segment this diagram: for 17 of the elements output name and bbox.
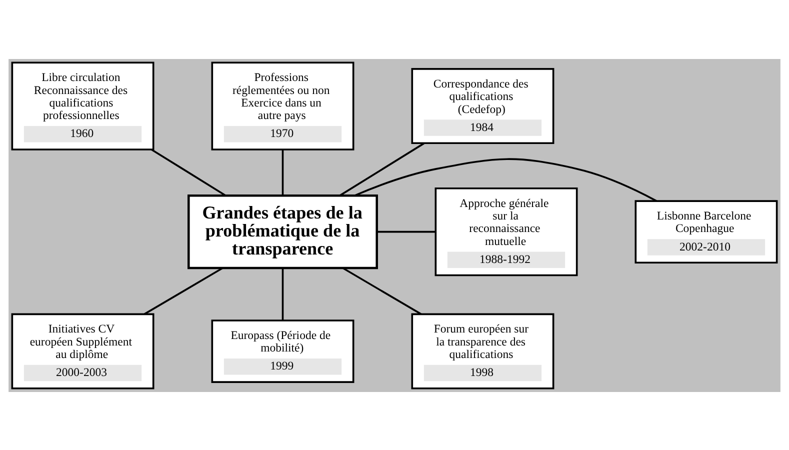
node-box: Grandes étapes de la problématique de la transparence xyxy=(188,194,378,269)
connector xyxy=(282,268,284,320)
connector xyxy=(144,266,224,314)
node-box: Initiatives CV européen Supplément au diplôme 2000-2003 xyxy=(11,312,154,389)
node-box: Forum européen sur la transparence des qualifications 1998 xyxy=(411,312,554,389)
connector xyxy=(342,266,422,314)
connector xyxy=(151,148,226,196)
node-box: Approche générale sur la reconnaissance mutuelle 1988-1992 xyxy=(434,187,578,276)
connector xyxy=(354,158,657,202)
node-box: Professions réglementées ou non Exercice dans un autre pays 1970 xyxy=(211,61,354,150)
connector xyxy=(282,149,284,196)
connector xyxy=(340,142,425,196)
node-box: Lisbonne Barcelone Copenhague 2002-2010 xyxy=(634,200,778,263)
node-box: Correspondance des qualifications (Cedefop) 1984 xyxy=(411,68,554,144)
node-box: Europass (Période de mobilité) 1999 xyxy=(211,319,354,382)
node-box: Libre circulation Reconnaissance des qualifications professionnelles 1960 xyxy=(11,61,154,150)
connector xyxy=(377,230,436,232)
